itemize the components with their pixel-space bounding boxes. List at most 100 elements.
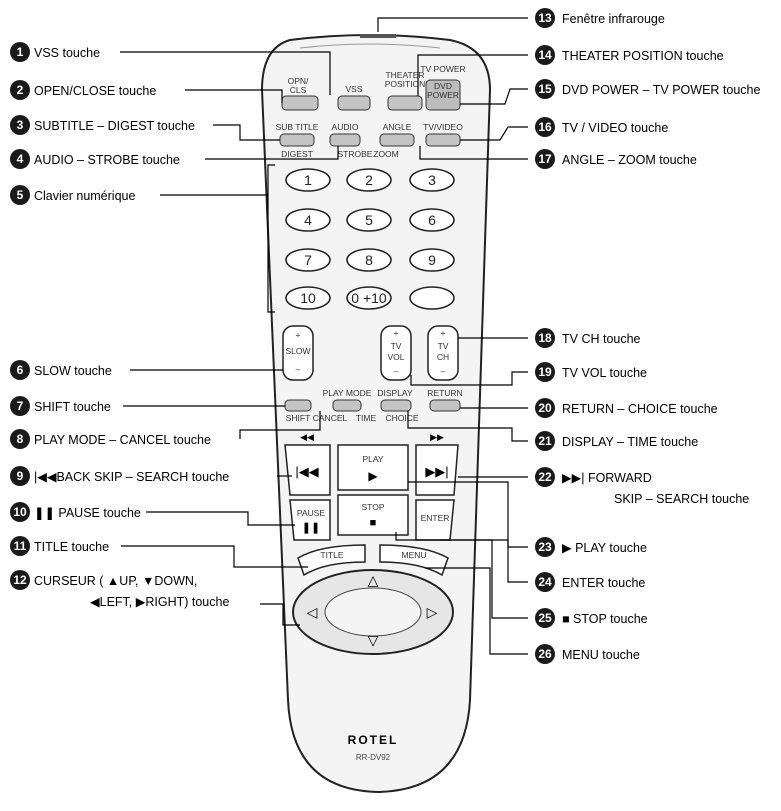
callout-number: 7: [17, 399, 24, 413]
enter-label: ENTER: [421, 513, 450, 523]
callout-number: 25: [538, 611, 552, 625]
shift-button[interactable]: [284, 399, 312, 412]
callout-label: ▶▶| FORWARD: [562, 471, 652, 485]
play-icon: ▶: [368, 469, 378, 483]
callout-label: AUDIO – STROBE touche: [34, 153, 180, 167]
callout-number-badge: [535, 45, 555, 65]
callout-number: 20: [538, 401, 552, 415]
callout-number: 15: [538, 82, 552, 96]
cursor-up-icon[interactable]: △: [368, 572, 379, 588]
pause-button[interactable]: [289, 499, 331, 541]
subtitle-button[interactable]: [279, 133, 315, 147]
keypad-key-10[interactable]: 10: [285, 286, 331, 310]
vss-button[interactable]: [337, 95, 371, 111]
rocker-keys: [282, 325, 459, 381]
tv-ch-button[interactable]: [427, 325, 459, 381]
callout-number-badge: [535, 537, 555, 557]
keypad-key-label: 3: [428, 172, 436, 188]
title-button[interactable]: [297, 544, 366, 577]
second-button-row: [279, 133, 461, 147]
cursor-right-icon[interactable]: ▷: [427, 604, 438, 620]
dvd-power-button[interactable]: [425, 79, 461, 111]
cursor-down-icon[interactable]: ▽: [368, 632, 379, 648]
slow-button[interactable]: [282, 325, 314, 381]
callout-25: 25 ■ STOP touche: [395, 532, 648, 628]
theater-position-button[interactable]: [387, 95, 423, 111]
rocker-label: TV: [391, 341, 402, 351]
cursor-left-icon[interactable]: ◁: [307, 604, 318, 620]
play-button[interactable]: [337, 444, 409, 491]
callout-number-badge: [10, 396, 30, 416]
back-skip-button[interactable]: [284, 444, 331, 496]
callout-label: SUBTITLE – DIGEST touche: [34, 119, 195, 133]
callout-label-line2: ◀LEFT, ▶RIGHT) touche: [90, 595, 229, 609]
callout-label: Fenêtre infrarouge: [562, 12, 665, 26]
keypad-key-9[interactable]: 9: [409, 248, 455, 272]
callout-leader-line: [121, 545, 308, 568]
keypad-key-2[interactable]: 2: [346, 168, 392, 192]
display-button[interactable]: [380, 399, 412, 412]
keypad-key-0[interactable]: 0 +10: [346, 286, 392, 310]
play-mode-label: PLAY MODE: [323, 388, 372, 398]
callout-number-badge: [535, 328, 555, 348]
callout-label: THEATER POSITION touche: [562, 49, 724, 63]
ir-window: [360, 34, 396, 38]
keypad-key-1[interactable]: 1: [285, 168, 331, 192]
callout-label: |◀◀BACK SKIP – SEARCH touche: [34, 470, 229, 484]
stop-label: STOP: [362, 502, 385, 512]
vss-button-label: VSS: [345, 84, 362, 94]
forward-skip-icon: ▶▶|: [425, 464, 448, 479]
keypad-key-6[interactable]: 6: [409, 208, 455, 232]
keypad-key-label: 10: [300, 290, 316, 306]
callout-number-badge: [10, 570, 30, 590]
keypad-key-4[interactable]: 4: [285, 208, 331, 232]
keypad-key-7[interactable]: 7: [285, 248, 331, 272]
keypad-key-8[interactable]: 8: [346, 248, 392, 272]
keypad-key-blank[interactable]: [409, 286, 455, 310]
callout-number: 12: [13, 573, 27, 587]
callout-number-badge: [535, 431, 555, 451]
tv-vol-button[interactable]: [380, 325, 412, 381]
callout-leader-line: [146, 511, 295, 526]
shift-row: [284, 399, 461, 412]
callout-number-badge: [535, 644, 555, 664]
callout-label: SHIFT touche: [34, 400, 111, 414]
callout-number: 11: [14, 539, 27, 553]
display-label: DISPLAY: [377, 388, 413, 398]
keypad-key-3[interactable]: 3: [409, 168, 455, 192]
keypad-key-label: 8: [365, 252, 373, 268]
callout-label: Clavier numérique: [34, 189, 135, 203]
keypad-key-5[interactable]: 5: [346, 208, 392, 232]
callout-8: 8 PLAY MODE – CANCEL touche: [10, 411, 321, 449]
callout-leader-line: [185, 89, 283, 103]
callout-number-badge: [535, 398, 555, 418]
callout-label: PLAY MODE – CANCEL touche: [34, 433, 211, 447]
callout-label: TV / VIDEO touche: [562, 121, 668, 135]
callout-leader-line: [260, 603, 300, 626]
callout-number: 3: [17, 118, 24, 132]
stop-button[interactable]: [337, 494, 409, 536]
tv-video-button[interactable]: [425, 133, 461, 147]
audio-button[interactable]: [329, 133, 361, 147]
cursor-pad: △ ▽ ◁ ▷: [292, 569, 454, 655]
callout-number: 8: [17, 432, 24, 446]
callout-leader-line: [239, 411, 321, 439]
callout-23: 23▶ PLAY touche: [408, 481, 647, 557]
angle-button[interactable]: [379, 133, 415, 147]
return-button[interactable]: [429, 399, 461, 412]
open-close-button[interactable]: [281, 95, 319, 111]
callout-label: ■ STOP touche: [562, 612, 648, 626]
callout-number: 10: [13, 505, 27, 519]
callout-number: 9: [17, 469, 24, 483]
callout-number-badge: [535, 79, 555, 99]
stop-icon: ■: [370, 517, 377, 529]
callout-leader-line: [417, 54, 528, 96]
callout-number-badge: [10, 536, 30, 556]
audio-label: AUDIO: [332, 122, 359, 132]
play-mode-button[interactable]: [332, 399, 362, 412]
